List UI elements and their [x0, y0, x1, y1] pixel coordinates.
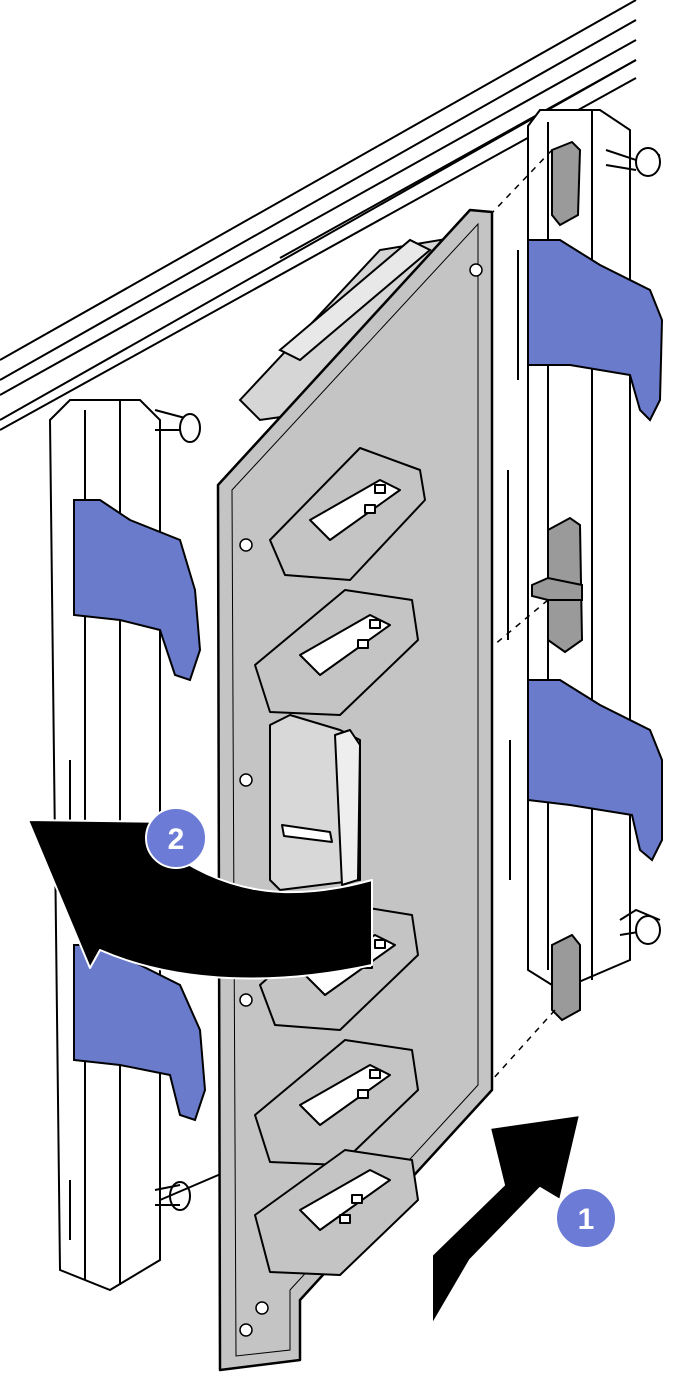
mount-hole: [239, 993, 253, 1007]
rotation-arrow: [27, 819, 373, 980]
latch-right-top: [527, 239, 664, 422]
latch-right-bottom: [527, 679, 663, 862]
cage-rails: [0, 0, 637, 431]
push-arrow: [431, 1114, 581, 1326]
callout-2-label: 2: [168, 823, 185, 856]
connector-5: [254, 1149, 419, 1276]
retention-tabs: [531, 140, 584, 1022]
mount-hole: [239, 773, 253, 787]
connector-large: [269, 714, 361, 891]
connector-4: [254, 1039, 419, 1166]
mount-hole: [469, 263, 483, 277]
mount-hole: [239, 538, 253, 552]
callout-step-2: 2: [145, 807, 207, 869]
connector-2: [254, 589, 419, 716]
drive-connectors: [254, 447, 426, 1276]
callout-step-1: 1: [555, 1187, 617, 1249]
mount-hole: [255, 1301, 269, 1315]
mount-hole: [239, 1323, 253, 1337]
latch-left-top: [73, 499, 202, 682]
drive-latches: [73, 239, 664, 1122]
callout-1-label: 1: [578, 1203, 595, 1236]
connector-1: [269, 447, 426, 581]
